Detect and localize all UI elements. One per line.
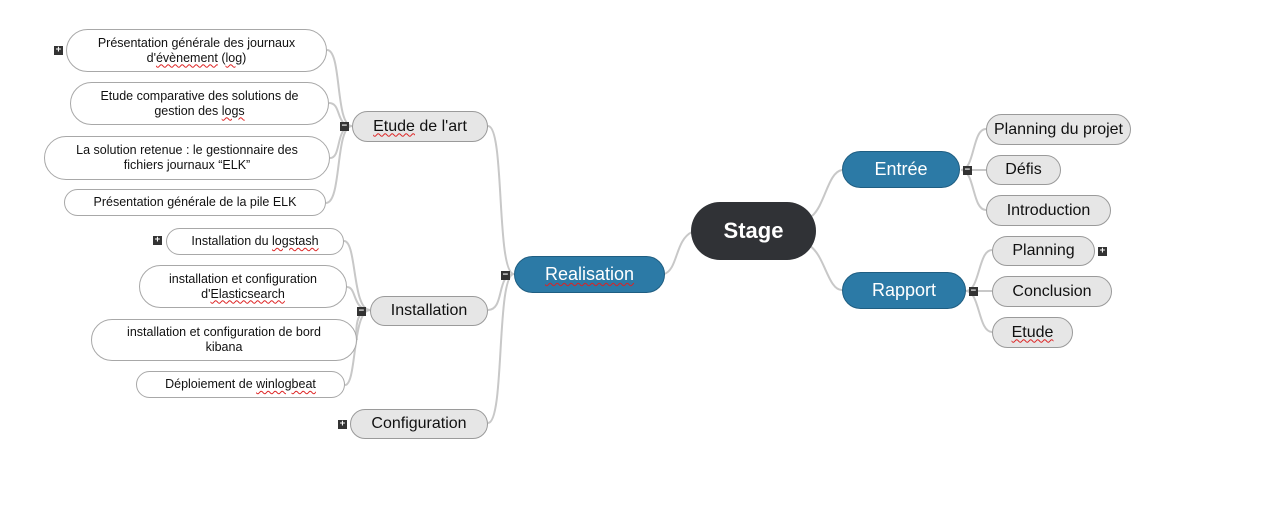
node-etude[interactable]: Etude: [992, 317, 1073, 348]
central-label: Stage: [723, 218, 784, 243]
node-introduction-label: Introduction: [1006, 201, 1091, 219]
node-conclusion[interactable]: Conclusion: [992, 276, 1112, 307]
node-rapport[interactable]: Rapport: [842, 272, 966, 309]
node-etude-label: Etude: [1011, 323, 1054, 341]
node-configuration[interactable]: Configuration: [350, 409, 488, 439]
node-defis-label: Défis: [1005, 161, 1042, 178]
l6b-pre: d': [201, 286, 211, 301]
collapse-toggle-installation[interactable]: −: [357, 306, 366, 316]
leaf-elasticsearch[interactable]: installation et configuration d'Elastics…: [139, 265, 347, 308]
leaf-pile-elk-label: Présentation générale de la pile ELK: [93, 195, 297, 209]
l8-pre: Déploiement de: [165, 377, 257, 391]
leaf-presentation-journaux-line2: d'évènement (log): [147, 51, 247, 66]
l1b-mid: (: [217, 50, 226, 65]
node-planning[interactable]: Planning: [992, 236, 1095, 266]
leaf-installation-logstash-label: Installation du logstash: [191, 234, 318, 249]
leaf-solution-retenue-line2: fichiers journaux “ELK”: [123, 158, 251, 172]
collapse-toggle-entree[interactable]: −: [963, 165, 972, 175]
node-planning-du-projet[interactable]: Planning du projet: [986, 114, 1131, 145]
l6b-elasticsearch: Elasticsearch: [210, 286, 285, 301]
l1b-pre: d': [146, 50, 156, 65]
expand-toggle-planning[interactable]: +: [1098, 246, 1107, 256]
node-installation[interactable]: Installation: [370, 296, 488, 326]
leaf-etude-comparative-line2: gestion des logs: [154, 104, 244, 119]
node-etude-de-l-art-label: Etude de l'art: [373, 118, 467, 136]
leaf-presentation-journaux-line1: Présentation générale des journaux: [97, 35, 296, 50]
l1b-evenement: évènement: [155, 50, 218, 65]
l1b-post: ): [242, 50, 247, 65]
collapse-toggle-rapport[interactable]: −: [969, 286, 978, 296]
leaf-kibana-line2: kibana: [205, 340, 243, 354]
leaf-winlogbeat[interactable]: Déploiement de winlogbeat: [136, 371, 345, 398]
node-realisation[interactable]: Realisation: [514, 256, 665, 293]
leaf-etude-comparative[interactable]: Etude comparative des solutions de gesti…: [70, 82, 329, 125]
node-entree[interactable]: Entrée: [842, 151, 960, 188]
node-planning-du-projet-label: Planning du projet: [994, 120, 1123, 138]
leaf-presentation-journaux[interactable]: Présentation générale des journaux d'évè…: [66, 29, 327, 72]
leaf-kibana[interactable]: installation et configuration de bord ki…: [91, 319, 357, 361]
leaf-elasticsearch-line1: installation et configuration: [168, 271, 317, 286]
leaf-winlogbeat-label: Déploiement de winlogbeat: [165, 377, 316, 392]
l8-winlogbeat: winlogbeat: [256, 377, 316, 391]
node-configuration-label: Configuration: [371, 415, 467, 432]
leaf-etude-comparative-line1: Etude comparative des solutions de: [100, 88, 299, 103]
node-rapport-label: Rapport: [871, 280, 937, 300]
l2b-pre: gestion des: [154, 103, 222, 118]
leaf-installation-logstash[interactable]: Installation du logstash: [166, 228, 344, 255]
l2b-logs: logs: [221, 103, 245, 118]
central-node[interactable]: Stage: [691, 202, 816, 260]
de-l-art-words: de l'art: [414, 117, 467, 135]
expand-toggle-configuration[interactable]: +: [338, 419, 347, 429]
node-installation-label: Installation: [390, 302, 468, 319]
leaf-solution-retenue-line1: La solution retenue : le gestionnaire de…: [76, 143, 298, 157]
l1b-log: log: [225, 50, 243, 65]
l5-pre: Installation du: [191, 234, 273, 248]
leaf-pile-elk[interactable]: Présentation générale de la pile ELK: [64, 189, 326, 216]
node-etude-de-l-art[interactable]: Etude de l'art: [352, 111, 488, 142]
l5-logstash: logstash: [272, 234, 319, 248]
leaf-elasticsearch-line2: d'Elasticsearch: [201, 287, 285, 302]
expand-toggle-logstash[interactable]: +: [153, 235, 162, 245]
node-planning-label: Planning: [1012, 242, 1075, 259]
collapse-toggle-realisation[interactable]: −: [501, 270, 510, 280]
node-conclusion-label: Conclusion: [1012, 282, 1092, 300]
node-entree-label: Entrée: [874, 159, 928, 179]
expand-toggle-presentation-journaux[interactable]: +: [54, 45, 63, 55]
node-introduction[interactable]: Introduction: [986, 195, 1111, 226]
leaf-kibana-line1: installation et configuration de bord: [127, 325, 321, 339]
etude-word: Etude: [373, 117, 415, 135]
node-realisation-label: Realisation: [544, 264, 635, 284]
node-defis[interactable]: Défis: [986, 155, 1061, 185]
collapse-toggle-etude-de-l-art[interactable]: −: [340, 121, 349, 131]
leaf-solution-retenue[interactable]: La solution retenue : le gestionnaire de…: [44, 136, 330, 180]
